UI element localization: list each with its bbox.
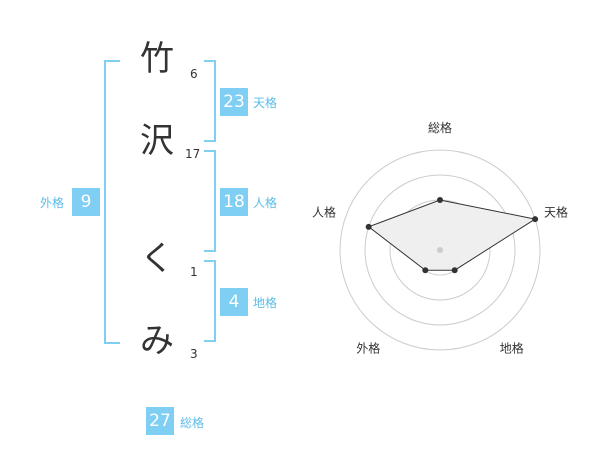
stroke-count-4: 3 [190,347,198,361]
tenkaku-value: 23 [220,88,248,116]
radar-axis-label: 外格 [356,341,380,356]
gaikaku-bracket [104,60,120,344]
radar-grid-ring [339,149,541,351]
radar-point-4 [422,267,429,274]
chikaku-value: 4 [220,288,248,316]
radar-center-dot [437,247,443,253]
radar-axis-label: 地格 [500,341,524,356]
stroke-count-3: 1 [190,265,198,279]
radar-axis-label: 人格 [312,204,336,219]
radar-axis-label: 総格 [428,120,452,135]
soukaku-label: 総格 [180,416,205,430]
chikaku-label: 地格 [253,296,278,310]
name-char-3: く [140,239,174,279]
radar-point-2 [532,216,539,223]
radar-point-5 [365,223,372,230]
gaikaku-label: 外格 [40,196,65,210]
jinkaku-label: 人格 [253,196,278,210]
jinkaku-value: 18 [220,188,248,216]
gaikaku-value: 9 [72,188,100,216]
tenkaku-label: 天格 [253,96,278,110]
stroke-count-2: 17 [185,147,201,161]
radar-axis-label: 天格 [544,204,568,219]
chikaku-bracket [204,260,216,342]
name-char-1: 竹 [140,39,174,79]
radar-data-area [367,199,537,271]
radar-point-1 [437,197,443,203]
soukaku-value: 27 [146,407,174,435]
name-char-2: 沢 [140,121,174,161]
stroke-count-1: 6 [190,67,198,81]
jinkaku-bracket [204,150,216,252]
name-char-4: み [140,321,174,361]
radar-point-3 [451,267,458,274]
radar-grid-ring [364,174,516,326]
tenkaku-bracket [204,60,216,142]
